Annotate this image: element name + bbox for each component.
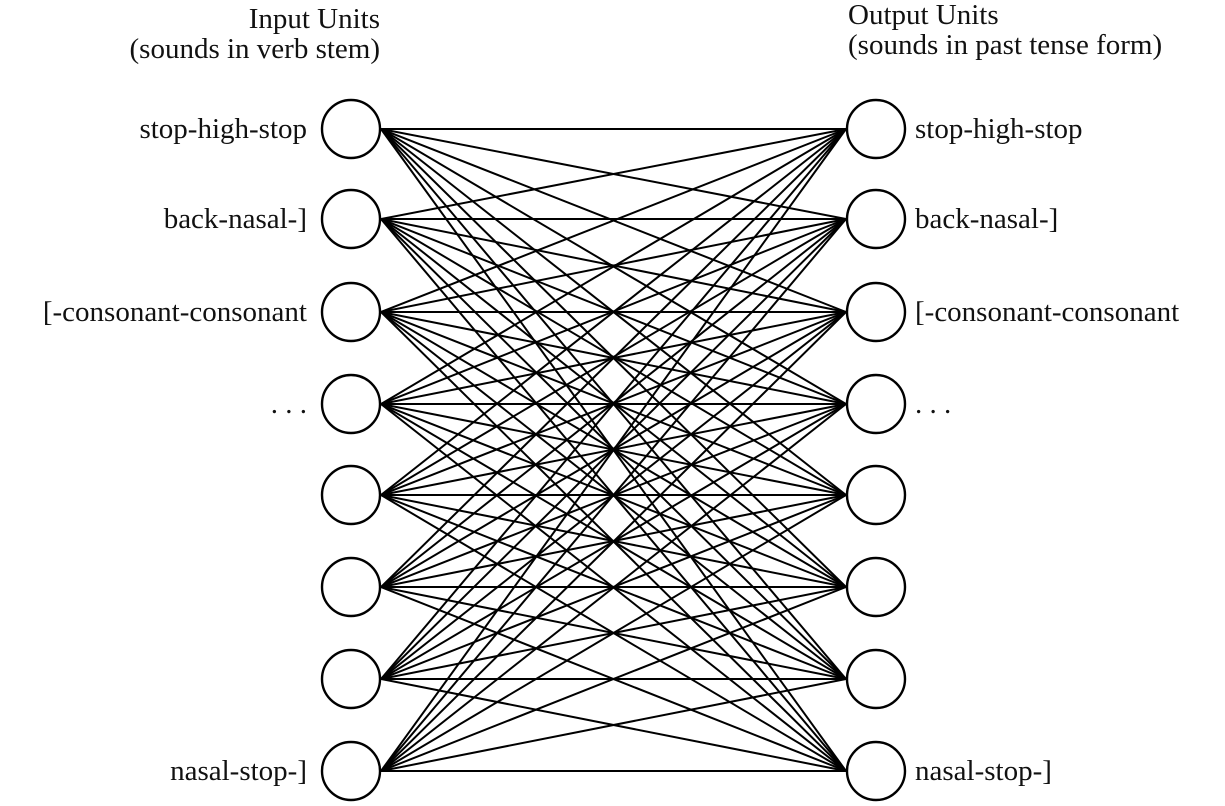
output-unit-2 xyxy=(845,188,907,250)
input-units-column xyxy=(320,98,382,802)
output-unit-7 xyxy=(845,648,907,710)
output-unit-label-1: stop-high-stop xyxy=(915,113,1083,145)
output-units-heading: Output Units (sounds in past tense form) xyxy=(848,0,1162,60)
connection-line-7-1 xyxy=(380,128,847,680)
input-unit-2 xyxy=(320,188,382,250)
input-unit-label-3: [-consonant-consonant xyxy=(42,296,307,328)
connection-line-8-3 xyxy=(380,311,847,772)
output-unit-5 xyxy=(845,464,907,526)
connection-line-6-1 xyxy=(380,128,847,588)
input-units-title: Input Units xyxy=(248,3,380,35)
connection-line-8-6 xyxy=(380,586,847,772)
connection-line-8-4 xyxy=(380,403,847,772)
output-unit-8 xyxy=(845,740,907,802)
connection-line-8-2 xyxy=(380,218,847,772)
output-units-title: Output Units xyxy=(848,0,999,31)
input-unit-label-1: stop-high-stop xyxy=(139,113,307,145)
input-unit-4 xyxy=(320,373,382,435)
output-unit-1 xyxy=(845,98,907,160)
connection-line-3-1 xyxy=(380,128,847,313)
output-unit-6 xyxy=(845,556,907,618)
input-unit-6 xyxy=(320,556,382,618)
input-unit-5 xyxy=(320,464,382,526)
output-unit-3 xyxy=(845,281,907,343)
connection-lines xyxy=(380,128,847,772)
input-unit-label-2: back-nasal-] xyxy=(163,203,307,235)
output-unit-label-8: nasal-stop-] xyxy=(915,755,1052,787)
input-unit-7 xyxy=(320,648,382,710)
output-units-column xyxy=(845,98,907,802)
output-units-subtitle: (sounds in past tense form) xyxy=(848,29,1163,61)
input-unit-label-4: . . . xyxy=(270,388,307,420)
connection-line-2-1 xyxy=(380,128,847,220)
input-unit-label-8: nasal-stop-] xyxy=(170,755,307,787)
connection-line-5-1 xyxy=(380,128,847,496)
output-unit-4 xyxy=(845,373,907,435)
input-unit-8 xyxy=(320,740,382,802)
input-units-subtitle: (sounds in verb stem) xyxy=(129,33,381,65)
input-units-heading: Input Units (sounds in verb stem) xyxy=(130,4,381,64)
input-unit-3 xyxy=(320,281,382,343)
output-unit-label-3: [-consonant-consonant xyxy=(915,296,1180,328)
connection-line-4-1 xyxy=(380,128,847,405)
connection-line-8-7 xyxy=(380,678,847,772)
input-unit-1 xyxy=(320,98,382,160)
connection-line-8-1 xyxy=(380,128,847,772)
output-unit-label-4: . . . xyxy=(915,388,952,420)
output-unit-label-2: back-nasal-] xyxy=(915,203,1059,235)
connection-line-8-5 xyxy=(380,494,847,772)
